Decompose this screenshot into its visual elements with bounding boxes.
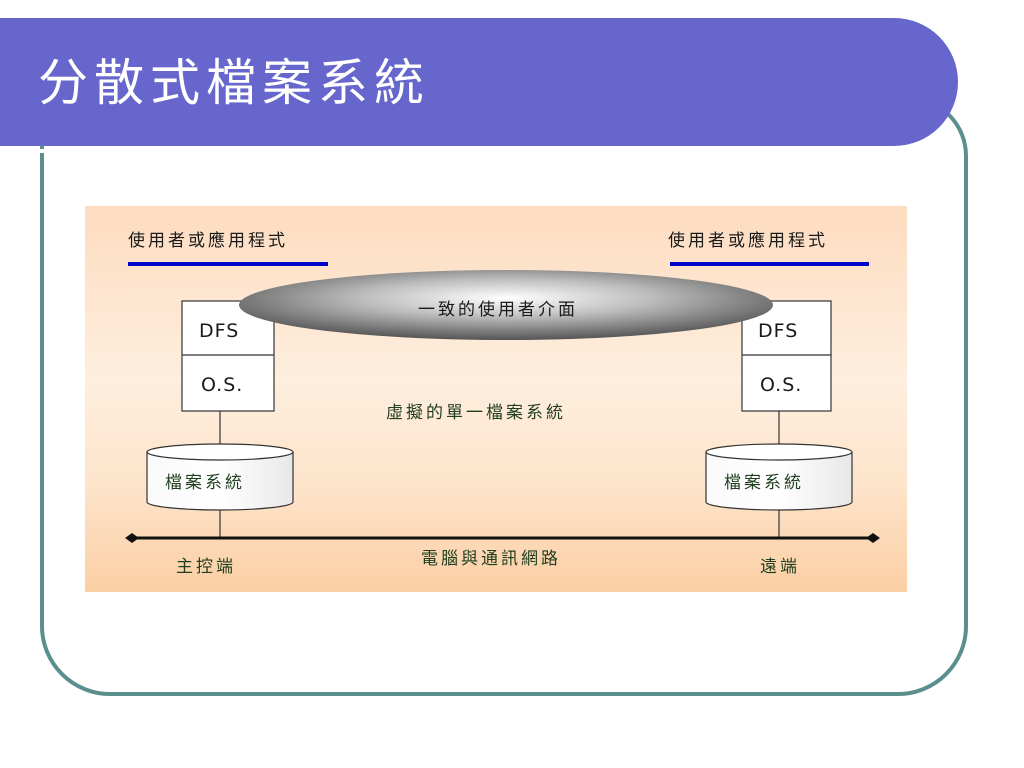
- left-filesystem-cylinder: [146, 443, 294, 511]
- right-filesystem-cylinder: [705, 443, 853, 511]
- host-label: 主控端: [176, 557, 236, 577]
- right-filesystem-label: 檔案系統: [724, 473, 804, 493]
- slide-title: 分散式檔案系統: [38, 54, 430, 112]
- diagram-canvas: 使用者或應用程式 使用者或應用程式 DFS O.S. 檔案系統 DFS O.S.…: [125, 230, 880, 577]
- network-left-endpoint: [125, 533, 139, 543]
- remote-label: 遠端: [760, 557, 800, 577]
- virtual-fs-label: 虛擬的單一檔案系統: [386, 403, 566, 423]
- right-client-label: 使用者或應用程式: [668, 230, 828, 251]
- left-os-label: O.S.: [201, 374, 243, 396]
- left-node-box: [181, 300, 275, 412]
- left-client-underline: [128, 262, 328, 266]
- network-right-endpoint: [866, 533, 880, 543]
- right-dfs-label: DFS: [758, 320, 798, 342]
- left-filesystem-label: 檔案系統: [165, 473, 245, 493]
- right-os-label: O.S.: [760, 374, 802, 396]
- right-client-underline: [670, 262, 869, 266]
- title-underline: [0, 149, 906, 153]
- left-client-label: 使用者或應用程式: [128, 230, 288, 251]
- interface-ellipse: [239, 270, 773, 340]
- right-node-box: [741, 300, 832, 412]
- title-bar: 分散式檔案系統: [0, 18, 958, 153]
- network-label: 電腦與通訊網路: [421, 549, 561, 569]
- dfs-diagram: 使用者或應用程式 使用者或應用程式 DFS O.S. 檔案系統 DFS O.S.…: [85, 206, 907, 592]
- interface-label: 一致的使用者介面: [418, 299, 578, 320]
- left-dfs-label: DFS: [199, 320, 239, 342]
